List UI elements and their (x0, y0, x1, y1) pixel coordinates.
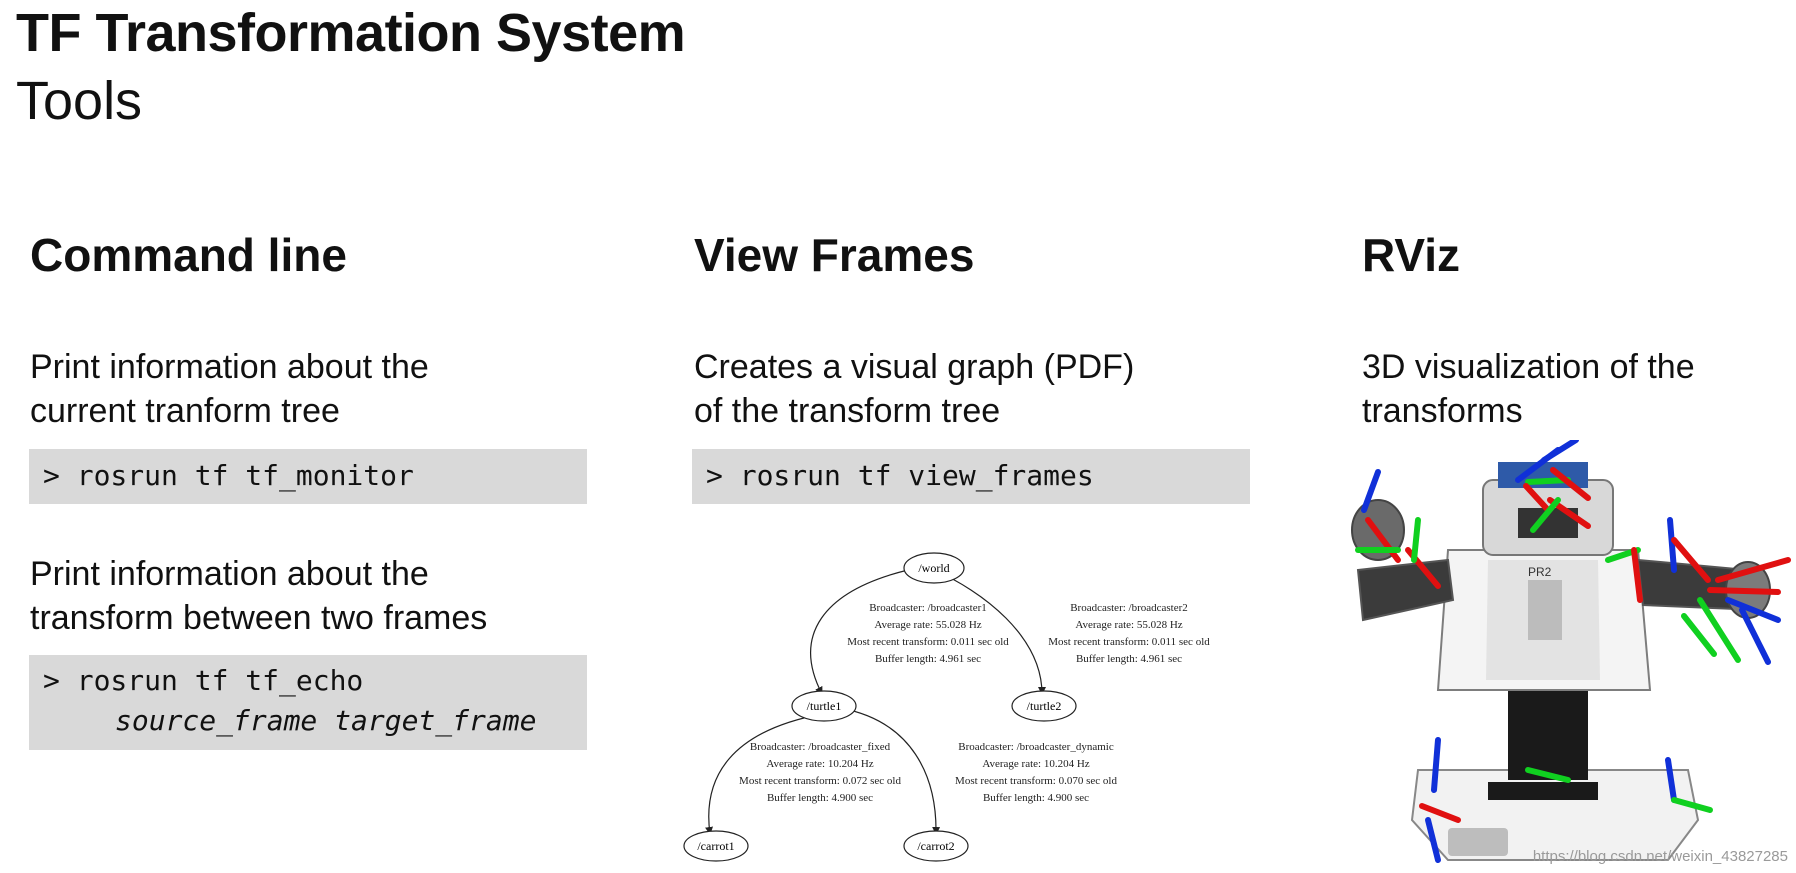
command-line-desc-1: Print information about the current tran… (30, 345, 429, 433)
svg-text:/carrot1: /carrot1 (697, 839, 734, 853)
desc-line: Print information about the (30, 348, 429, 386)
label-world-turtle2: Broadcaster: /broadcaster2 Average rate:… (1048, 602, 1210, 665)
svg-text:Broadcaster: /broadcaster2: Broadcaster: /broadcaster2 (1070, 602, 1188, 614)
tf-frame-axes (1355, 440, 1791, 863)
rviz-desc: 3D visualization of the transforms (1362, 345, 1695, 433)
label-turtle1-carrot2: Broadcaster: /broadcaster_dynamic Averag… (955, 741, 1117, 804)
command-text: > rosrun tf tf_monitor (43, 459, 414, 492)
watermark: https://blog.csdn.net/weixin_43827285 (1532, 848, 1788, 865)
label-turtle1-carrot1: Broadcaster: /broadcaster_fixed Average … (739, 741, 901, 804)
node-carrot1: /carrot1 (683, 830, 749, 862)
svg-text:Buffer length: 4.900 sec: Buffer length: 4.900 sec (983, 792, 1089, 804)
view-frames-desc: Creates a visual graph (PDF) of the tran… (694, 345, 1134, 433)
command-line-desc-2: Print information about the transform be… (30, 552, 487, 640)
svg-text:/world: /world (918, 561, 949, 575)
slide-subtitle: Tools (16, 71, 143, 131)
tf-monitor-command: > rosrun tf tf_monitor (29, 449, 587, 504)
svg-text:Average rate: 10.204 Hz: Average rate: 10.204 Hz (982, 758, 1089, 770)
svg-text:Most recent transform: 0.011 s: Most recent transform: 0.011 sec old (847, 636, 1009, 648)
svg-text:/turtle2: /turtle2 (1027, 699, 1062, 713)
edge-world-turtle2 (933, 569, 1046, 695)
robot-base (1410, 769, 1700, 861)
rviz-heading: RViz (1362, 229, 1461, 281)
svg-text:Broadcaster: /broadcaster1: Broadcaster: /broadcaster1 (869, 602, 987, 614)
edge-turtle1-carrot2 (839, 707, 941, 835)
command-args: source_frame target_frame (115, 704, 537, 737)
svg-text:/turtle1: /turtle1 (807, 699, 842, 713)
svg-text:Broadcaster: /broadcaster_fixe: Broadcaster: /broadcaster_fixed (750, 741, 891, 753)
view-frames-command: > rosrun tf view_frames (692, 449, 1250, 504)
svg-text:Buffer length: 4.961 sec: Buffer length: 4.961 sec (1076, 653, 1182, 665)
svg-text:Average rate: 55.028 Hz: Average rate: 55.028 Hz (1075, 619, 1182, 631)
svg-text:Buffer length: 4.900 sec: Buffer length: 4.900 sec (767, 792, 873, 804)
edge-world-turtle1 (810, 569, 909, 695)
desc-line: Print information about the (30, 555, 429, 593)
command-text: > rosrun tf tf_echo (43, 664, 364, 697)
desc-line: of the transform tree (694, 392, 1001, 430)
svg-text:Buffer length: 4.961 sec: Buffer length: 4.961 sec (875, 653, 981, 665)
robot-badge: PR2 (1528, 565, 1552, 579)
desc-line: 3D visualization of the (1362, 348, 1695, 386)
view-frames-heading: View Frames (694, 229, 975, 281)
svg-text:Most recent transform: 0.070 s: Most recent transform: 0.070 sec old (955, 775, 1117, 787)
svg-text:/carrot2: /carrot2 (917, 839, 954, 853)
desc-line: transforms (1362, 392, 1523, 430)
node-carrot2: /carrot2 (903, 830, 969, 862)
tf-echo-command: > rosrun tf tf_echo source_frame target_… (29, 655, 587, 750)
label-world-turtle1: Broadcaster: /broadcaster1 Average rate:… (847, 602, 1009, 665)
node-world: /world (903, 552, 965, 584)
rviz-robot-visualization: PR2 (1338, 440, 1794, 872)
command-text: > rosrun tf view_frames (706, 459, 1094, 492)
svg-text:Most recent transform: 0.072 s: Most recent transform: 0.072 sec old (739, 775, 901, 787)
edge-turtle1-carrot1 (705, 713, 823, 835)
svg-text:Most recent transform: 0.011 s: Most recent transform: 0.011 sec old (1048, 636, 1210, 648)
node-turtle1: /turtle1 (791, 690, 857, 722)
node-turtle2: /turtle2 (1011, 690, 1077, 722)
robot-spine (1508, 680, 1588, 780)
slide-title: TF Transformation System (16, 3, 686, 63)
desc-line: transform between two frames (30, 599, 488, 637)
desc-line: current tranform tree (30, 392, 340, 430)
tf-tree-graph: /world /turtle1 /turtle2 /carrot1 /carro… (683, 552, 1210, 862)
desc-line: Creates a visual graph (PDF) (694, 348, 1135, 386)
svg-text:Average rate: 10.204 Hz: Average rate: 10.204 Hz (766, 758, 873, 770)
svg-text:Average rate: 55.028 Hz: Average rate: 55.028 Hz (874, 619, 981, 631)
svg-text:Broadcaster: /broadcaster_dyna: Broadcaster: /broadcaster_dynamic (958, 741, 1114, 753)
command-line-heading: Command line (30, 229, 347, 281)
robot-torso (1436, 549, 1652, 691)
